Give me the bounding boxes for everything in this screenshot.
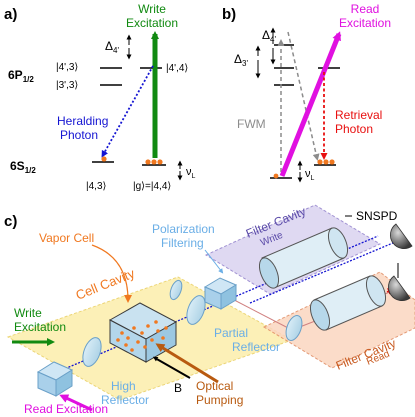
write-excitation-label-line1: Write [138,2,166,16]
write-excitation-c-line1: Write [14,306,42,320]
snspd-label: SNSPD [356,209,398,223]
high-reflector-label-line1: High [111,379,136,393]
atom-dot [317,159,323,165]
field-b-label: B [174,381,182,395]
heralding-photon-arrow [101,65,154,158]
snspd-detector-read [388,275,411,301]
atom-dot [157,159,163,165]
panel-a-label: a) [4,6,17,23]
partial-reflector-label-line1: Partial [214,326,248,340]
partial-reflector [203,277,238,310]
cavity-lens [186,295,206,325]
atom-dot [145,159,151,165]
heralding-beam-to-detector [249,238,403,304]
delta3-label: Δ3' [234,52,248,68]
delta4-label: Δ4' [262,28,276,44]
write-excitation-c-line2: Excitation [14,320,66,334]
panel-c: c) Write Excitation Read Excitation High… [4,204,415,416]
atom-dot [273,173,279,179]
high-reflector-mirror [82,337,102,367]
filter-cavity-write [258,227,349,289]
heralding-photon-label-line2: Photon [60,128,98,142]
vapor-cell-label: Vapor Cell [39,231,94,245]
read-excitation-label-line2: Excitation [339,16,391,30]
atom-dot [329,159,335,165]
optical-pumping-label-line2: Pumping [196,393,243,407]
optical-pumping-arrow [155,343,219,384]
polarization-filtering-line2: Filtering [161,236,204,250]
atom-dot [151,159,157,165]
read-excitation-input-arrow [59,394,93,412]
delta4-symbol: Δ4' [105,39,119,55]
retrieval-photon-label-line1: Retrieval [335,108,382,122]
atom-dot [101,156,107,162]
polarization-pointer [204,249,224,274]
read-path-lens [285,315,303,341]
panel-a: a) Write Excitation Δ4' 6P1/2 |4',3⟩ |3'… [4,2,196,192]
upper-level-44-label: |4',4⟩ [166,63,188,74]
input-beam-splitter [36,361,74,397]
panel-c-label: c) [4,213,17,230]
read-excitation-arrow [279,31,342,177]
upper-state-label: 6P1/2 [8,68,34,84]
atom-dot [323,159,329,165]
write-excitation-label-line2: Excitation [126,16,178,30]
upper-level-43-label: |4',3⟩ [56,62,78,73]
vapor-cell-pointer [91,244,132,303]
ground-state-label: 6S1/2 [10,159,36,175]
filter-cavity-read [309,275,387,331]
ground-44-label: |g⟩=|4,4⟩ [133,181,171,192]
read-excitation-c-label: Read Excitation [24,402,108,416]
read-excitation-label-line1: Read [351,2,380,16]
polarization-filtering-line1: Polarization [152,222,215,236]
polarization-filter-element [169,279,183,301]
nuL-b-label: νL [305,168,315,182]
fwm-label: FWM [237,117,266,131]
partial-reflector-label-line2: Reflector [232,340,280,354]
fwm-arrow-down [287,31,320,161]
optical-pumping-label-line1: Optical [196,379,233,393]
high-reflector-label-line2: Reflector [101,393,149,407]
magnetic-field-arrow [152,356,191,379]
snspd-detector-write [390,223,413,249]
ground-43-label: |4,3⟩ [86,181,106,192]
panel-b: b) Read Excitation Δ4' Δ3' FWM Retrieval… [222,2,391,183]
nuL-label: νL [186,166,196,180]
vapor-cell [108,302,178,363]
retrieval-photon-label-line2: Photon [335,122,373,136]
panel-b-label: b) [222,6,236,23]
upper-level-33-label: |3',3⟩ [56,80,78,91]
heralding-photon-label-line1: Heralding [57,114,108,128]
